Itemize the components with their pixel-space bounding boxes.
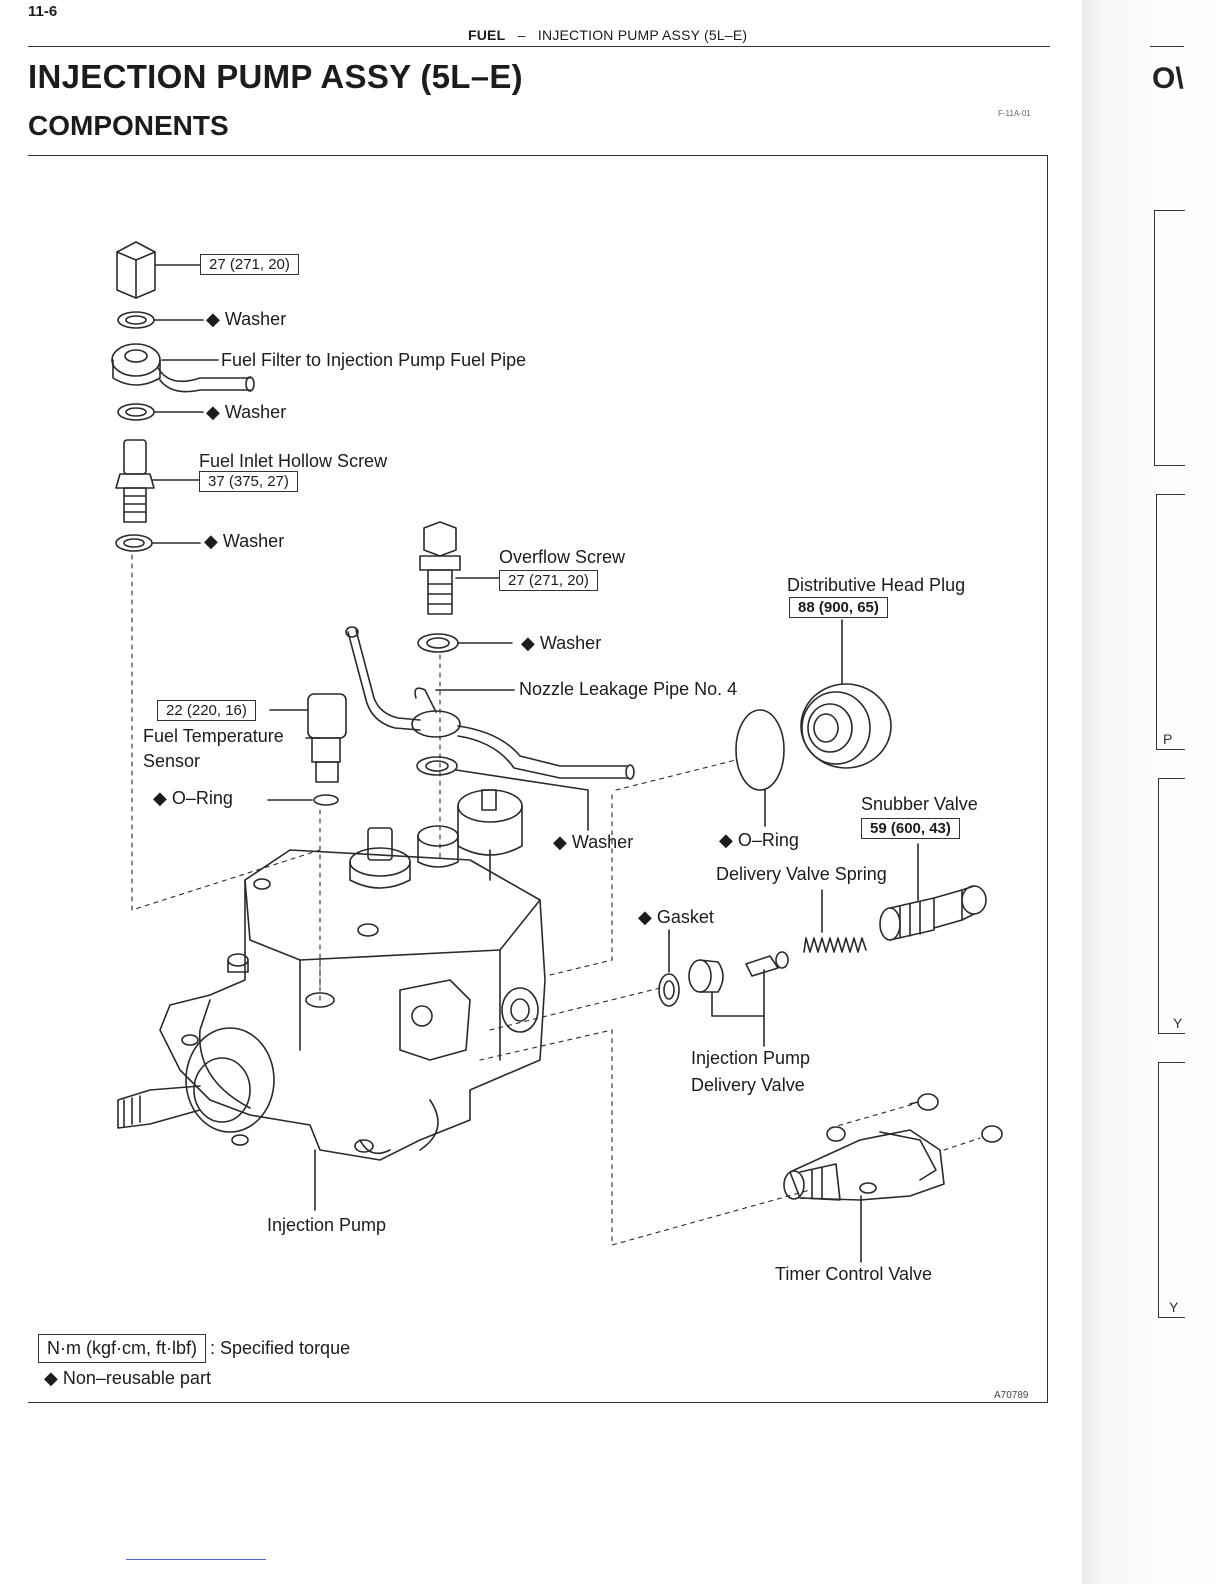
header-rule [28, 46, 1050, 47]
sensor-label-line1: Fuel Temperature [143, 726, 284, 746]
union-nut-icon [116, 241, 156, 299]
next-page-title-fragment: O\ [1152, 62, 1184, 95]
page-number: 11-6 [28, 3, 58, 20]
washer-label: ◆ Washer [206, 309, 287, 329]
timer-control-valve-label: Timer Control Valve [775, 1264, 933, 1284]
washer-label: ◆ Washer [206, 402, 287, 422]
washer-icon [115, 534, 153, 552]
sensor-label-line2: Sensor [143, 751, 201, 771]
fuel-pipe-icon [111, 343, 255, 393]
delivery-valve-spring-icon [803, 937, 867, 953]
next-page-rule [1150, 46, 1184, 47]
next-page-letter: P [1163, 731, 1173, 747]
washer-icon [117, 311, 155, 329]
next-page-box: Y [1158, 778, 1185, 1034]
nonreusable-legend: ◆ Non–reusable part [44, 1368, 211, 1388]
delivery-valve-spring-label: Delivery Valve Spring [716, 864, 887, 884]
delivery-valve-label-line1: Injection Pump [691, 1048, 811, 1068]
injection-pump-icon [117, 789, 546, 1161]
page-title: INJECTION PUMP ASSY (5L–E) [28, 58, 523, 95]
figure-code: A70789 [994, 1390, 1029, 1401]
overflow-screw-icon [419, 521, 461, 615]
section-title: COMPONENTS [28, 110, 229, 141]
next-page-edge [1082, 0, 1224, 1584]
running-header: FUEL – INJECTION PUMP ASSY (5L–E) [468, 27, 747, 43]
nozzle-leakage-pipe-label: Nozzle Leakage Pipe No. 4 [519, 679, 738, 699]
torque-legend-text: : Specified torque [210, 1338, 351, 1358]
inlet-screw-label: Fuel Inlet Hollow Screw [199, 451, 388, 471]
running-header-section: FUEL [468, 27, 506, 43]
union-nut-torque: 27 (271, 20) [200, 254, 299, 275]
running-header-subject: INJECTION PUMP ASSY (5L–E) [537, 27, 748, 43]
snubber-valve-torque: 59 (600, 43) [861, 818, 960, 839]
distributive-head-plug-icon [800, 683, 892, 769]
washer-icon [416, 756, 458, 776]
delivery-valve-label-line2: Delivery Valve [691, 1075, 805, 1095]
fuel-pipe-label: Fuel Filter to Injection Pump Fuel Pipe [221, 350, 527, 370]
hollow-screw-icon [115, 439, 155, 523]
washer-label: ◆ Washer [521, 633, 602, 653]
overflow-screw-torque: 27 (271, 20) [499, 570, 598, 591]
fuel-temperature-sensor-icon [307, 693, 347, 783]
next-page-letter: Y [1169, 1299, 1179, 1315]
next-page-box: Y [1158, 1062, 1185, 1318]
next-page-box: P [1156, 494, 1185, 750]
running-header-separator: – [517, 27, 526, 43]
overflow-screw-label: Overflow Screw [499, 547, 626, 567]
o-ring-label: ◆ O–Ring [719, 830, 799, 850]
torque-unit-box: N·m (kgf·cm, ft·lbf) [38, 1334, 206, 1363]
washer-label: ◆ Washer [553, 832, 634, 852]
snubber-valve-icon [879, 885, 987, 941]
distributive-head-plug-torque: 88 (900, 65) [789, 597, 888, 618]
o-ring-label: ◆ O–Ring [153, 788, 233, 808]
nozzle-leakage-pipe-icon [345, 626, 635, 780]
scan-mark [126, 1559, 266, 1560]
inlet-screw-torque: 37 (375, 27) [199, 471, 298, 492]
injection-pump-label: Injection Pump [267, 1215, 387, 1235]
timer-control-valve-icon [783, 1093, 1003, 1201]
sensor-torque: 22 (220, 16) [157, 700, 256, 721]
gasket-icon [658, 973, 680, 1007]
gasket-label: ◆ Gasket [638, 907, 714, 927]
document-code: F-11A-01 [998, 109, 1031, 118]
washer-label: ◆ Washer [204, 531, 285, 551]
o-ring-icon [313, 794, 339, 806]
washer-icon [117, 403, 155, 421]
distributive-head-plug-label: Distributive Head Plug [787, 575, 966, 595]
snubber-valve-label: Snubber Valve [861, 794, 978, 814]
torque-legend: N·m (kgf·cm, ft·lbf) : Specified torque [38, 1334, 350, 1363]
washer-icon [417, 633, 459, 653]
next-page-box [1154, 210, 1185, 466]
diagram-frame [28, 155, 1048, 1403]
o-ring-icon [735, 709, 785, 791]
delivery-valve-icon [688, 951, 789, 993]
next-page-letter: Y [1173, 1015, 1183, 1031]
